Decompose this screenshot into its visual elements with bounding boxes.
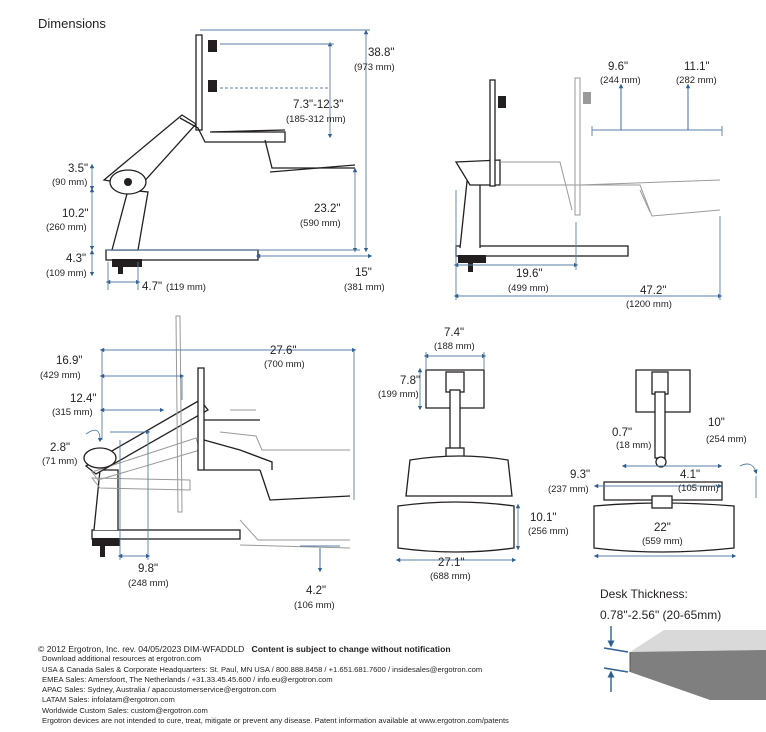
fig1-clamp: 4.7" <box>142 281 162 293</box>
side-view-drawing <box>89 29 373 290</box>
fig2-a-mm: (244 mm) <box>600 75 641 86</box>
fig5-d-mm: (105 mm) <box>678 483 719 494</box>
fig5-b: 10" <box>708 417 725 429</box>
footer-line: Download additional resources at ergotro… <box>42 654 202 664</box>
fig3-b-mm: (700 mm) <box>264 359 305 370</box>
extended-view-drawing <box>453 77 723 300</box>
fig5-d: 4.1" <box>680 469 700 481</box>
fig1-arm-mm: (90 mm) <box>52 177 87 188</box>
fig1-depth-mm: (381 mm) <box>344 282 385 293</box>
fig1-range-mm: (185-312 mm) <box>286 114 346 125</box>
fig3-d: 2.8" <box>50 442 70 454</box>
fig3-d-mm: (71 mm) <box>42 456 77 467</box>
footer-line: LATAM Sales: infolatam@ergotron.com <box>42 695 175 705</box>
fig1-kb-mm: (590 mm) <box>300 218 341 229</box>
footer: © 2012 Ergotron, Inc. rev. 04/05/2023 DI… <box>38 644 598 726</box>
fig1-post: 10.2" <box>62 208 88 220</box>
fig5-b-mm: (254 mm) <box>706 434 747 445</box>
footer-line: APAC Sales: Sydney, Australia / apaccust… <box>42 685 277 695</box>
fig4-d-mm: (688 mm) <box>430 571 471 582</box>
fig2-b: 11.1" <box>684 61 710 73</box>
fig1-depth: 15" <box>355 267 372 279</box>
fig4-b-mm: (199 mm) <box>378 389 419 400</box>
fig3-c: 12.4" <box>70 393 96 405</box>
fig4-b: 7.8" <box>400 375 420 387</box>
clamp <box>112 259 142 267</box>
desk-edge-drawing <box>603 626 766 700</box>
fig5-e: 22" <box>654 522 671 534</box>
fig3-a-mm: (429 mm) <box>40 370 81 381</box>
fig2-b-mm: (282 mm) <box>676 75 717 86</box>
post <box>111 189 149 251</box>
footer-header: © 2012 Ergotron, Inc. rev. 04/05/2023 DI… <box>38 644 598 654</box>
fig2-c-mm: (499 mm) <box>508 283 549 294</box>
rear-view-drawing <box>593 369 758 559</box>
desk-title: Desk Thickness: <box>600 587 688 601</box>
fig2-d: 47.2" <box>640 285 666 297</box>
footer-line: Worldwide Custom Sales: custom@ergotron.… <box>42 705 208 715</box>
fig1-height-mm: (973 mm) <box>354 62 395 73</box>
footer-line: EMEA Sales: Amersfoort, The Netherlands … <box>42 674 333 684</box>
fig3-f-mm: (106 mm) <box>294 600 335 611</box>
fig1-kb: 23.2" <box>314 203 340 215</box>
fig4-c: 10.1" <box>530 512 556 524</box>
fig1-base: 4.3" <box>66 253 86 265</box>
fig5-c-mm: (237 mm) <box>548 484 589 495</box>
fig4-a: 7.4" <box>444 327 464 339</box>
fig5-a-mm: (18 mm) <box>616 440 651 451</box>
height-range-drawing <box>83 315 357 573</box>
fig2-c: 19.6" <box>516 268 542 280</box>
fig5-c: 9.3" <box>570 469 590 481</box>
fig3-b: 27.6" <box>270 345 296 357</box>
fig3-e-mm: (248 mm) <box>128 578 169 589</box>
fig1-post-mm: (260 mm) <box>46 222 87 233</box>
fig3-e: 9.8" <box>138 563 158 575</box>
fig3-c-mm: (315 mm) <box>52 407 93 418</box>
fig2-d-mm: (1200 mm) <box>626 299 672 310</box>
page-title: Dimensions <box>38 16 106 31</box>
footer-line: USA & Canada Sales & Corporate Headquart… <box>42 664 483 674</box>
front-view-drawing <box>395 352 521 563</box>
fig1-height: 38.8" <box>368 47 394 59</box>
fig5-a: 0.7" <box>612 427 632 439</box>
footer-line: Ergotron devices are not intended to cur… <box>42 716 509 726</box>
copyright: © 2012 Ergotron, Inc. rev. 04/05/2023 DI… <box>38 644 245 654</box>
notice: Content is subject to change without not… <box>251 644 451 654</box>
fig1-range: 7.3"-12.3" <box>293 99 343 111</box>
fig1-arm: 3.5" <box>68 163 88 175</box>
fig4-a-mm: (188 mm) <box>434 341 475 352</box>
desk-value: 0.78"-2.56" (20-65mm) <box>600 608 721 622</box>
fig1-clamp-mm: (119 mm) <box>166 282 206 293</box>
fig5-e-mm: (559 mm) <box>642 536 683 547</box>
fig4-c-mm: (256 mm) <box>528 526 569 537</box>
base-plate <box>105 249 259 261</box>
fig3-f: 4.2" <box>306 585 326 597</box>
fig3-a: 16.9" <box>56 355 82 367</box>
fig1-base-mm: (109 mm) <box>46 268 87 279</box>
fig4-d: 27.1" <box>438 557 464 569</box>
fig2-a: 9.6" <box>608 61 628 73</box>
monitor-plate <box>195 34 203 131</box>
